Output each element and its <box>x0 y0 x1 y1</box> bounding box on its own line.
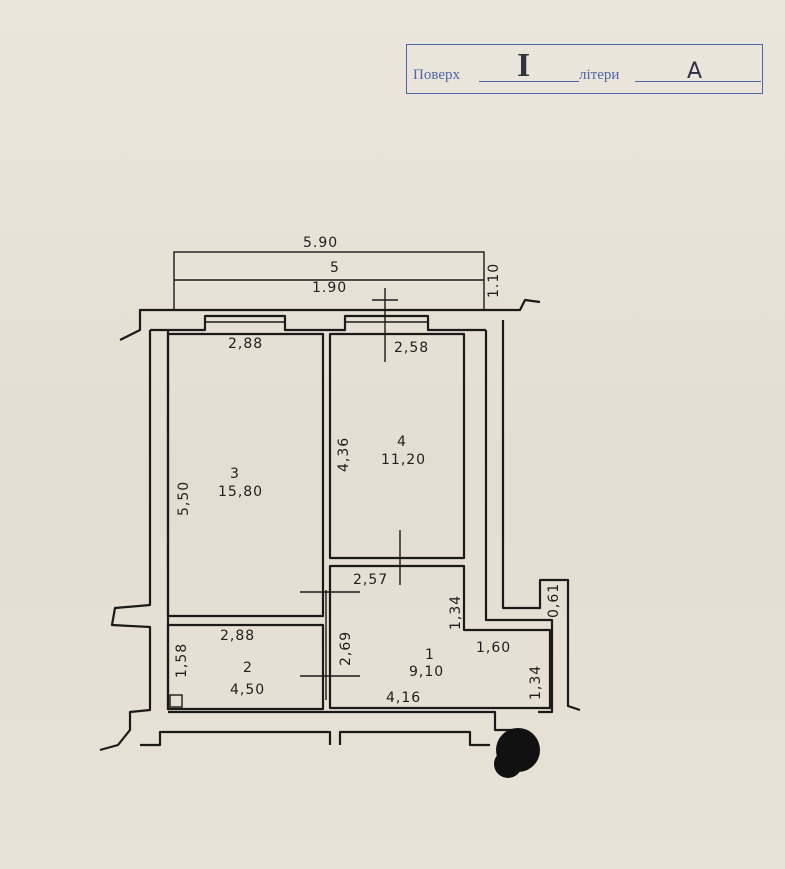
left-wall <box>99 330 152 752</box>
top-wall <box>119 298 541 341</box>
bath-length-label: 1,58 <box>174 643 190 678</box>
room-2-outline <box>166 623 325 711</box>
room-3-length-label: 5,50 <box>176 481 192 516</box>
room-1-outline <box>328 564 552 710</box>
balcony-width-label: 5.90 <box>303 235 338 251</box>
room-4-area: 11,20 <box>381 452 426 468</box>
room-5-area: 1.90 <box>312 280 347 296</box>
entrance-blot-2 <box>494 750 522 778</box>
floor-stamp: Поверх I літери А <box>406 44 763 94</box>
room-2-number: 2 <box>243 660 253 676</box>
room-1-area: 9,10 <box>409 664 444 680</box>
letter-label: літери <box>579 67 620 83</box>
floor-label: Поверх <box>413 67 460 83</box>
room-1-number: 1 <box>425 647 435 663</box>
room-4-outline <box>328 332 466 560</box>
room-3-outline <box>166 332 325 618</box>
room-5-number: 5 <box>330 260 340 276</box>
room-2-area: 4,50 <box>230 682 265 698</box>
bottom-wall <box>168 710 520 732</box>
room-4-width-label: 2,58 <box>394 340 429 356</box>
top-wall-inner <box>150 314 486 332</box>
floor-value: I <box>517 47 531 84</box>
right-niche-label: 0,61 <box>546 583 562 618</box>
room-4-number: 4 <box>397 434 407 450</box>
right-wall <box>484 330 554 714</box>
room-2-corner-mark <box>169 694 183 708</box>
balcony-depth-label: 1.10 <box>486 263 502 298</box>
bottom-wall-outer <box>140 730 490 747</box>
hall-bottom-label: 4,16 <box>386 690 421 706</box>
hall-length-label: 2,69 <box>338 631 354 666</box>
hall-niche-label: 1,60 <box>476 640 511 656</box>
room-3-number: 3 <box>230 466 240 482</box>
hall-side-label: 1,34 <box>448 595 464 630</box>
room-3-area: 15,80 <box>218 484 263 500</box>
room-4-length-label: 4,36 <box>336 437 352 472</box>
right-wall-outer <box>501 320 581 712</box>
hall-side2-label: 1,34 <box>528 665 544 700</box>
letter-value: А <box>687 59 703 84</box>
bath-width-label: 2,88 <box>220 628 255 644</box>
hall-width-label: 2,57 <box>353 572 388 588</box>
room-3-width-label: 2,88 <box>228 336 263 352</box>
